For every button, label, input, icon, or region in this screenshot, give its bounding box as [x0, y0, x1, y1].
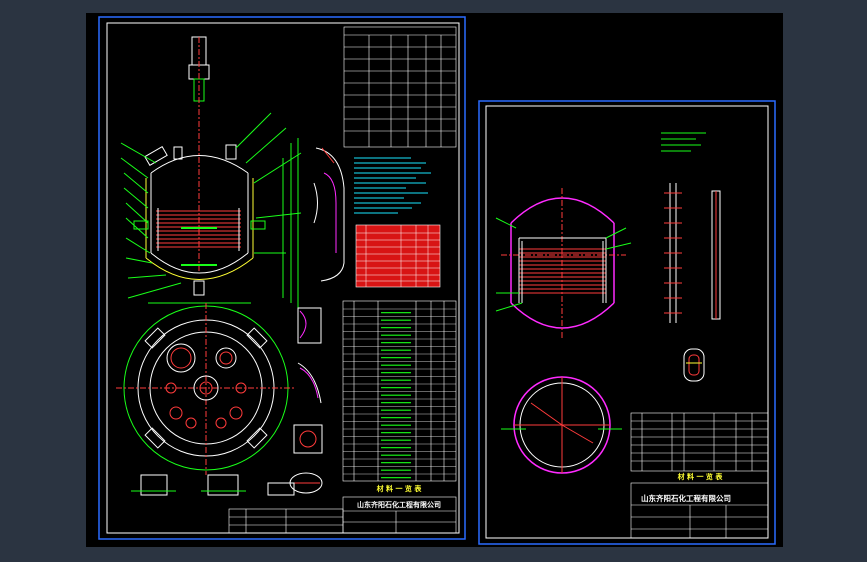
bottom-head: [150, 252, 249, 274]
left-sheet: 材 料 一 览 表 山东齐阳石化工程有限公司: [98, 16, 466, 540]
leader-lines-right: [235, 112, 302, 254]
top-nozzle-left: [173, 146, 183, 160]
materials-list-rows: [343, 308, 456, 479]
right-sheet-inner-frame: [485, 105, 769, 539]
leader-lines-left: [120, 142, 182, 299]
dimension-lines: [148, 138, 299, 308]
coil-elevation-view: [495, 188, 632, 338]
technical-notes: [354, 157, 431, 214]
coil-support-details: [661, 132, 721, 382]
materials-list-table: [342, 300, 457, 482]
right-sheet: 材 料 一 览 表 山东齐阳石化工程有限公司: [478, 100, 776, 545]
title-block-right: [630, 482, 769, 539]
cad-drawing: 材 料 一 览 表 山东齐阳石化工程有限公司: [98, 16, 776, 545]
reactor-plan-view: [116, 303, 296, 475]
right-sheet-outer-frame: [478, 100, 776, 545]
bottom-details: [131, 474, 295, 496]
support-lug-right: [250, 220, 266, 230]
material-table-title-left: 材 料 一 览 表: [376, 484, 423, 493]
material-table-title-right: 材 料 一 览 表: [677, 472, 724, 481]
manhole-nozzle: [144, 145, 168, 167]
bottom-outlet: [193, 280, 205, 296]
coil-plan-view: [501, 376, 622, 474]
top-head: [150, 155, 249, 174]
nozzle-table: [355, 224, 441, 288]
materials-table-right: [630, 412, 769, 472]
jacket-detail: [313, 147, 345, 282]
coil-supports: [157, 208, 240, 251]
reactor-elevation-view: [120, 36, 302, 308]
company-name-right: 山东齐阳石化工程有限公司: [641, 493, 731, 503]
top-nozzle-right: [225, 144, 237, 160]
heating-coil: [156, 210, 241, 248]
title-block-left: [228, 496, 457, 534]
jacket-bottom: [145, 257, 254, 280]
left-sheet-outer-frame: [98, 16, 466, 540]
company-name-left: 山东齐阳石化工程有限公司: [357, 500, 441, 509]
cad-drawing-canvas[interactable]: 材 料 一 览 表 山东齐阳石化工程有限公司: [86, 13, 783, 547]
section-details: [289, 307, 323, 494]
technical-specs-table: [343, 26, 457, 148]
